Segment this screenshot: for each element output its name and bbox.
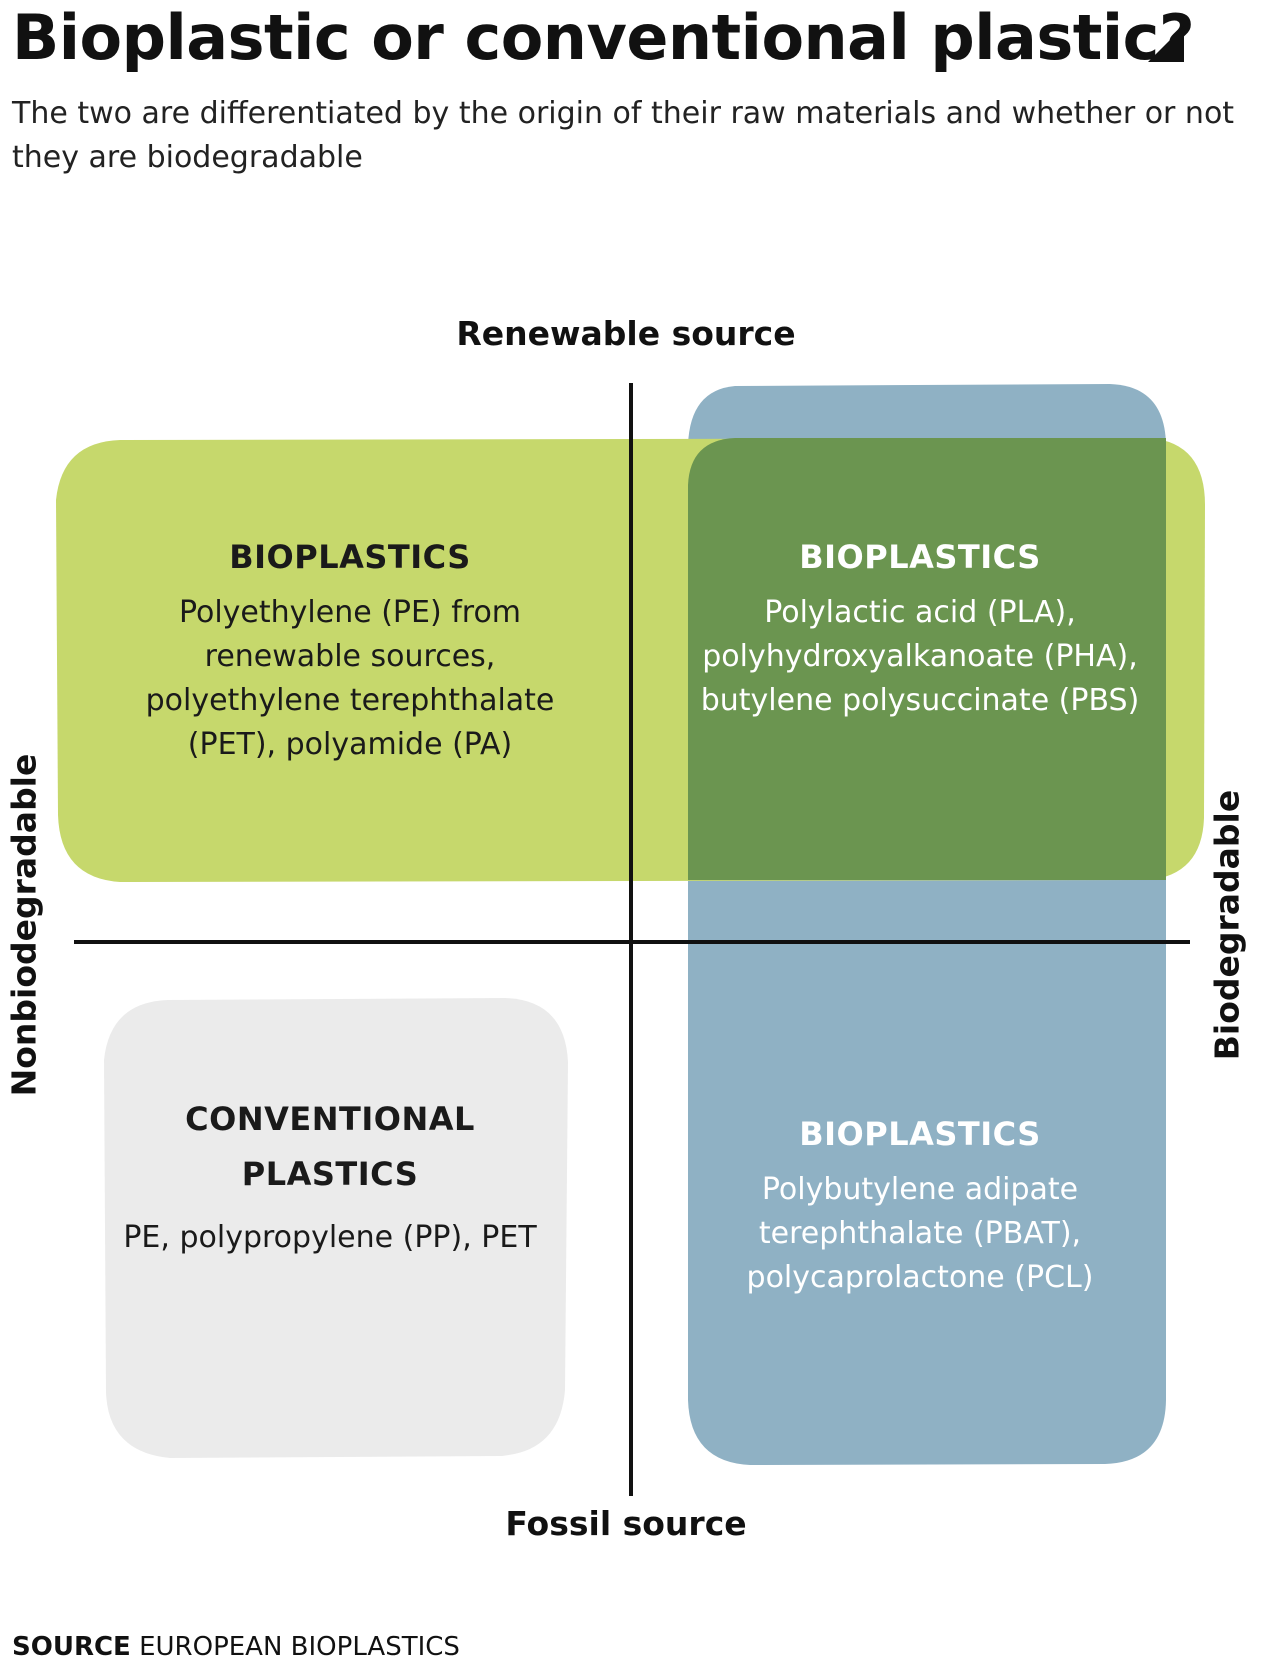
quadrant-title: BIOPLASTICS	[799, 1115, 1041, 1153]
axis-label-renewable-source: Renewable source	[456, 314, 796, 353]
quadrant-description: Polylactic acid (PLA), polyhydroxyalkano…	[700, 595, 1140, 718]
quadrant-description: Polyethylene (PE) from renewable sources…	[145, 595, 555, 762]
page-title: Bioplastic or conventional plastic?	[12, 1, 1195, 74]
title-corner-mark	[1148, 26, 1184, 62]
quadrant-fossil-biodegradable: BIOPLASTICS Polybutylene adipate terepht…	[700, 1112, 1140, 1300]
axis-label-fossil-source: Fossil source	[505, 1504, 747, 1543]
quadrant-title: BIOPLASTICS	[229, 538, 471, 576]
overlap-zone	[688, 438, 1166, 880]
source-credit: SOURCE EUROPEAN BIOPLASTICS	[12, 1630, 460, 1664]
conventional-plastics-zone	[104, 998, 568, 1458]
page-subtitle: The two are differentiated by the origin…	[12, 96, 1235, 175]
axis-label-nonbiodegradable: Nonbiodegradable	[4, 753, 44, 1097]
source-label: SOURCE	[12, 1632, 131, 1662]
quadrant-title: CONVENTIONAL PLASTICS	[185, 1100, 475, 1193]
quadrant-fossil-nonbiodegradable: CONVENTIONAL PLASTICS PE, polypropylene …	[110, 1092, 550, 1260]
quadrant-title: BIOPLASTICS	[799, 538, 1041, 576]
quadrant-description: Polybutylene adipate terephthalate (PBAT…	[746, 1172, 1094, 1295]
quadrant-renewable-nonbiodegradable: BIOPLASTICS Polyethylene (PE) from renew…	[125, 535, 575, 767]
source-text: EUROPEAN BIOPLASTICS	[139, 1632, 460, 1662]
axis-label-biodegradable: Biodegradable	[1207, 789, 1247, 1061]
quadrant-description: PE, polypropylene (PP), PET	[123, 1220, 537, 1255]
quadrant-renewable-biodegradable: BIOPLASTICS Polylactic acid (PLA), polyh…	[700, 535, 1140, 723]
